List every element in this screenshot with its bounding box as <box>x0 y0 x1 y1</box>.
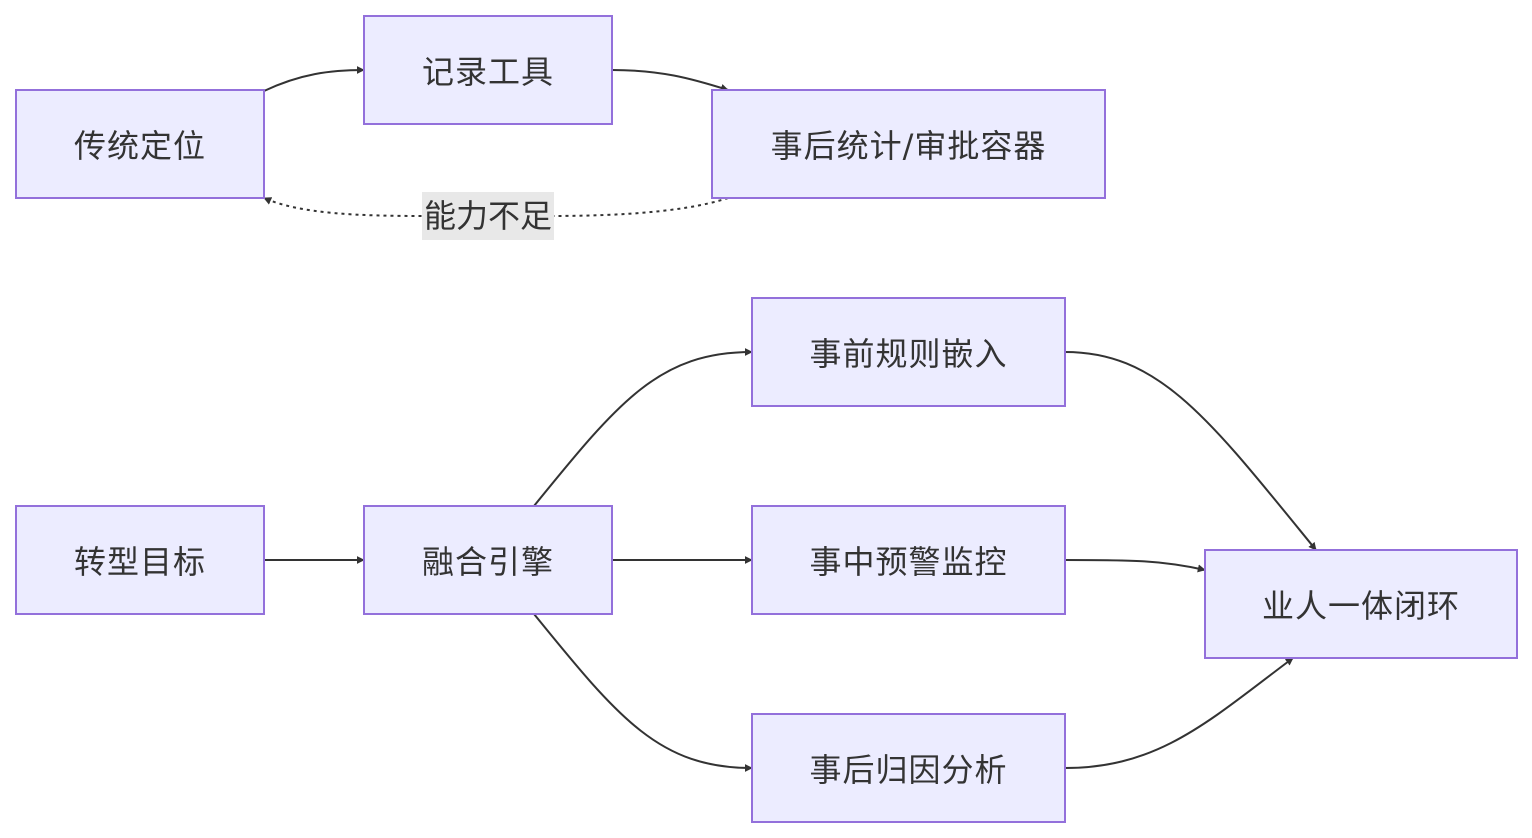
node-closed-loop[interactable]: 业人一体闭环 <box>1204 549 1518 659</box>
edge-fusion-engine-to-post-analysis <box>533 613 753 772</box>
edge-traditional-to-record-tool <box>263 66 365 92</box>
edge-post-analysis-to-closed-loop <box>1064 657 1294 769</box>
edge-record-tool-to-post-stats <box>611 69 729 92</box>
edge-fusion-engine-to-pre-rules <box>533 348 753 507</box>
edge-pre-rules-to-closed-loop <box>1064 351 1317 551</box>
edge-label-insufficient-capability: 能力不足 <box>422 192 555 240</box>
node-pre-rules-embedding[interactable]: 事前规则嵌入 <box>751 297 1066 407</box>
node-traditional-positioning[interactable]: 传统定位 <box>15 89 265 199</box>
node-fusion-engine[interactable]: 融合引擎 <box>363 505 613 615</box>
edge-post-stats-to-traditional <box>263 197 729 217</box>
node-post-stats-approval[interactable]: 事后统计/审批容器 <box>711 89 1106 199</box>
node-mid-alert-monitoring[interactable]: 事中预警监控 <box>751 505 1066 615</box>
node-post-attribution-analysis[interactable]: 事后归因分析 <box>751 713 1066 823</box>
node-record-tool[interactable]: 记录工具 <box>363 15 613 125</box>
edge-mid-alert-to-closed-loop <box>1064 559 1206 573</box>
node-transformation-target[interactable]: 转型目标 <box>15 505 265 615</box>
